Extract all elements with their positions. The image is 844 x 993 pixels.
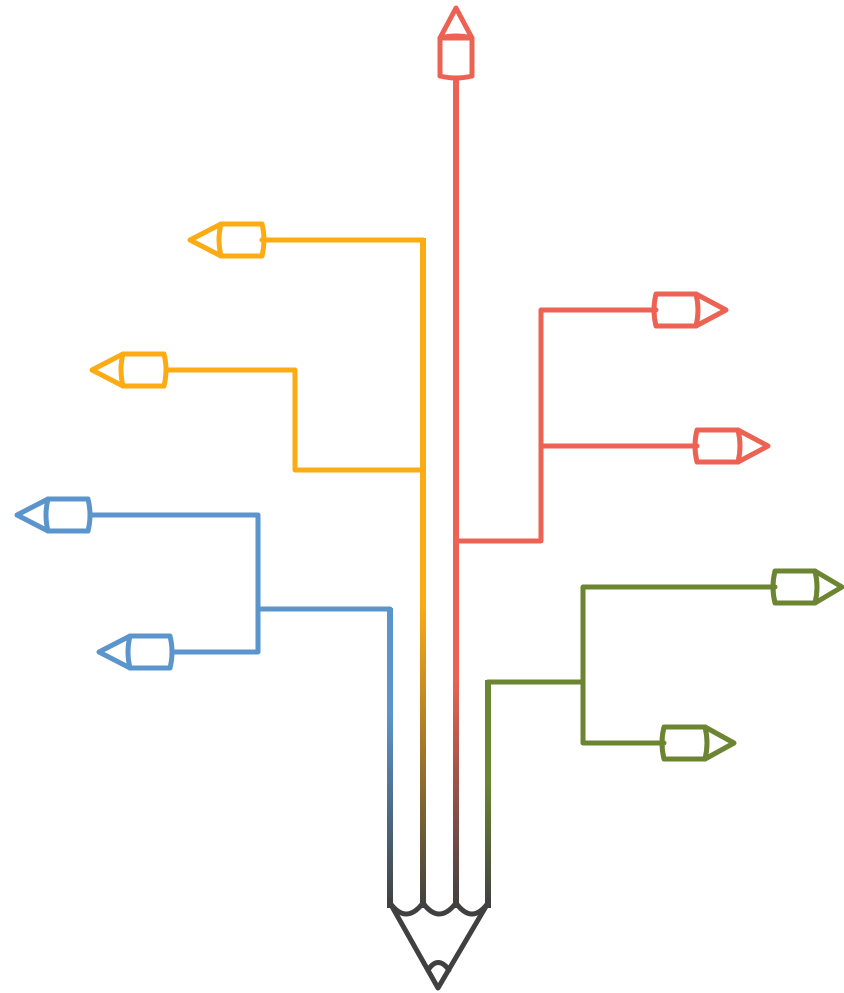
pencil-tip-icon (89, 351, 169, 389)
branch-yellow (89, 221, 426, 908)
green-connector-bracket (580, 584, 778, 746)
branch-green (485, 568, 844, 908)
blue-trunk-line (387, 608, 393, 908)
pencil-tip-icon (770, 568, 844, 606)
pencil-tip-icon (14, 496, 93, 534)
pencil-tip-icon (96, 633, 175, 671)
red-trunk-line (453, 78, 459, 908)
pencil-scallop (387, 900, 491, 917)
pencil-tip-icon (437, 5, 475, 81)
red-connector-upper (455, 307, 659, 544)
pencil-point-icon (387, 900, 491, 991)
blue-connector-bracket (87, 512, 261, 655)
branch-red-trunk (437, 5, 475, 908)
yellow-connector-lower (163, 367, 426, 473)
pencil-tip-icon (692, 427, 771, 465)
branch-blue (14, 496, 393, 908)
pencil-tip-icon (187, 221, 267, 259)
green-trunk-line (485, 680, 491, 908)
blue-connector-join (255, 606, 393, 643)
pencil-graphite-line (425, 960, 452, 973)
pencil-tip-icon (651, 291, 729, 329)
yellow-trunk-line (420, 238, 426, 908)
pencil-tip-icon (659, 724, 737, 762)
pencil-body (387, 897, 491, 991)
branch-red-right (455, 291, 771, 544)
